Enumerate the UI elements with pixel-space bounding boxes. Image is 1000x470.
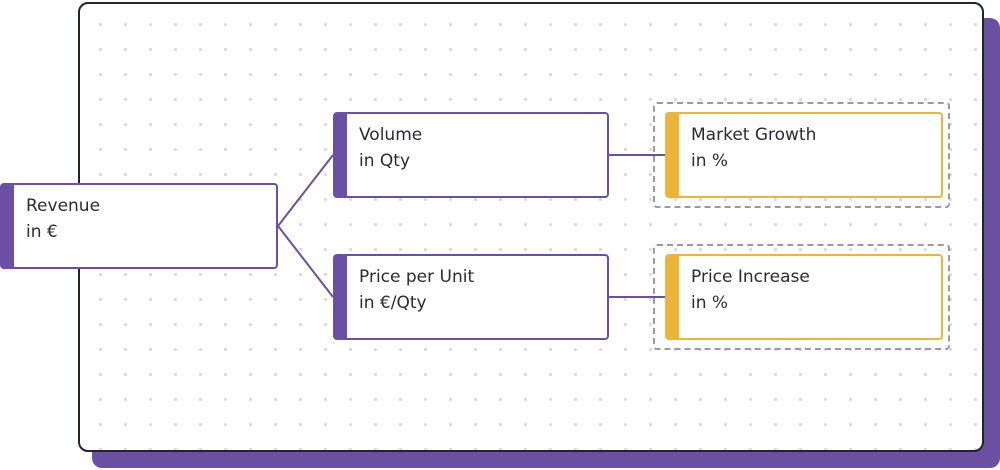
node-price-per-unit[interactable]: Price per Unit in €/Qty bbox=[333, 254, 609, 340]
node-price-per-unit-title: Price per Unit bbox=[359, 267, 475, 287]
node-market-growth-unit: in % bbox=[691, 151, 729, 171]
node-revenue-unit: in € bbox=[26, 222, 58, 242]
node-revenue[interactable]: Revenue in € bbox=[0, 183, 278, 269]
node-price-per-unit-unit: in €/Qty bbox=[359, 293, 427, 313]
driver-frame-price-increase bbox=[653, 244, 950, 350]
node-volume[interactable]: Volume in Qty bbox=[333, 112, 609, 198]
node-volume-title: Volume bbox=[359, 125, 423, 145]
node-volume-unit: in Qty bbox=[359, 151, 411, 171]
node-market-growth-title: Market Growth bbox=[691, 125, 817, 145]
node-market-growth[interactable]: Market Growth in % bbox=[665, 112, 943, 198]
node-price-increase-title: Price Increase bbox=[691, 267, 810, 287]
node-revenue-title: Revenue bbox=[26, 196, 101, 216]
driver-frame-market-growth bbox=[653, 102, 950, 208]
node-price-increase-unit: in % bbox=[691, 293, 729, 313]
node-price-increase[interactable]: Price Increase in % bbox=[665, 254, 943, 340]
